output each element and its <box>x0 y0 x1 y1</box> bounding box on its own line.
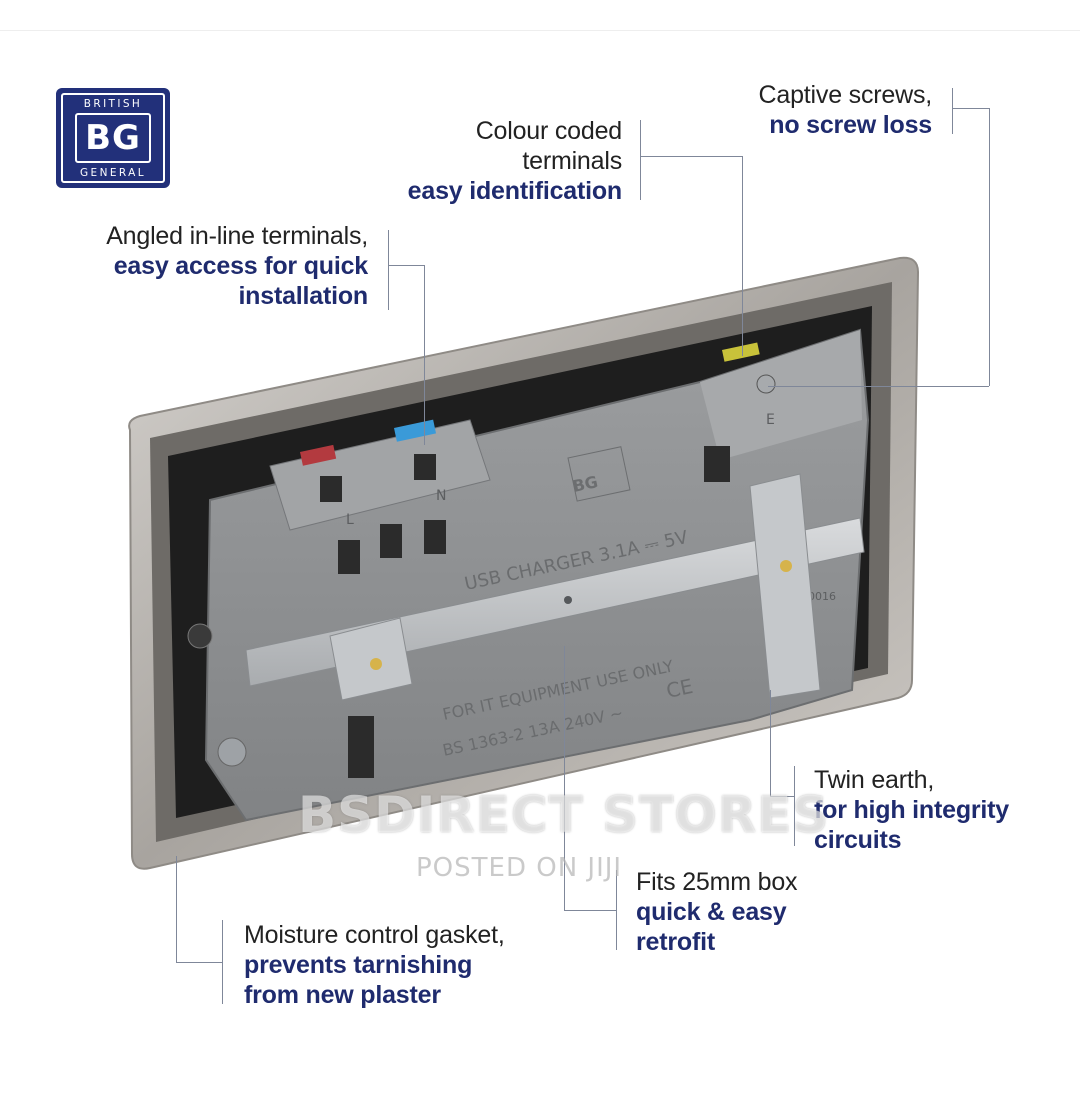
callout-highlight: circuits <box>814 826 902 854</box>
callout-text: Captive screws, <box>758 81 933 109</box>
connector-line <box>564 910 616 911</box>
top-divider <box>0 30 1080 31</box>
callout-highlight: easy access for quick <box>113 252 368 280</box>
watermark-store: BSDIRECT STORES <box>298 786 830 844</box>
callout-highlight: installation <box>238 282 368 310</box>
callout-captive-screws: Captive screws, no screw loss <box>700 80 933 140</box>
connector-line <box>952 108 989 109</box>
connector-line <box>564 646 565 910</box>
rear-housing <box>204 328 870 822</box>
logo-bottom-text: GENERAL <box>80 167 146 179</box>
connector-line <box>742 156 743 356</box>
callout-colour-coded: Colour coded terminals easy identificati… <box>360 116 623 206</box>
connector-line <box>640 156 742 157</box>
connector-line <box>770 796 794 797</box>
callout-text: Angled in-line terminals, <box>106 222 368 250</box>
callout-text: Colour coded <box>475 117 623 145</box>
callout-twin-earth: Twin earth, for high integrity circuits <box>814 765 1054 855</box>
svg-text:L: L <box>346 512 354 528</box>
svg-text:CE: CE <box>664 674 695 703</box>
callout-highlight: no screw loss <box>769 111 932 139</box>
callout-text: Moisture control gasket, <box>244 921 505 949</box>
watermark-posted: POSTED ON JIJI <box>416 853 623 883</box>
callout-highlight: retrofit <box>636 928 715 956</box>
callout-highlight: quick & easy <box>636 898 787 926</box>
connector-line <box>768 386 989 387</box>
svg-text:N: N <box>436 488 446 504</box>
connector-line <box>424 265 425 445</box>
connector-line <box>222 920 223 1004</box>
british-general-logo: BRITISH BG GENERAL <box>56 88 170 188</box>
callout-highlight: prevents tarnishing <box>244 951 473 979</box>
svg-text:BG: BG <box>571 472 600 496</box>
connector-line <box>952 88 953 134</box>
logo-top-text: BRITISH <box>83 98 143 110</box>
callout-highlight: easy identification <box>407 177 623 205</box>
logo-mark: BG <box>75 113 151 163</box>
connector-line <box>989 108 990 386</box>
callout-fits-box: Fits 25mm box quick & easy retrofit <box>636 867 856 957</box>
connector-line <box>388 265 424 266</box>
callout-text: Fits 25mm box <box>636 868 798 896</box>
callout-text: terminals <box>522 147 622 175</box>
callout-text: Twin earth, <box>814 766 935 794</box>
callout-angled-terminals: Angled in-line terminals, easy access fo… <box>40 221 368 311</box>
callout-highlight: for high integrity <box>814 796 1009 824</box>
connector-line <box>176 856 177 962</box>
callout-highlight: from new plaster <box>244 981 441 1009</box>
svg-text:E: E <box>766 412 775 428</box>
svg-text:0016: 0016 <box>808 590 836 603</box>
connector-line <box>770 690 771 796</box>
connector-line <box>640 120 641 200</box>
connector-line <box>388 230 389 310</box>
connector-line <box>616 870 617 950</box>
connector-line <box>794 766 795 846</box>
callout-moisture-gasket: Moisture control gasket, prevents tarnis… <box>244 920 574 1010</box>
connector-line <box>176 962 222 963</box>
